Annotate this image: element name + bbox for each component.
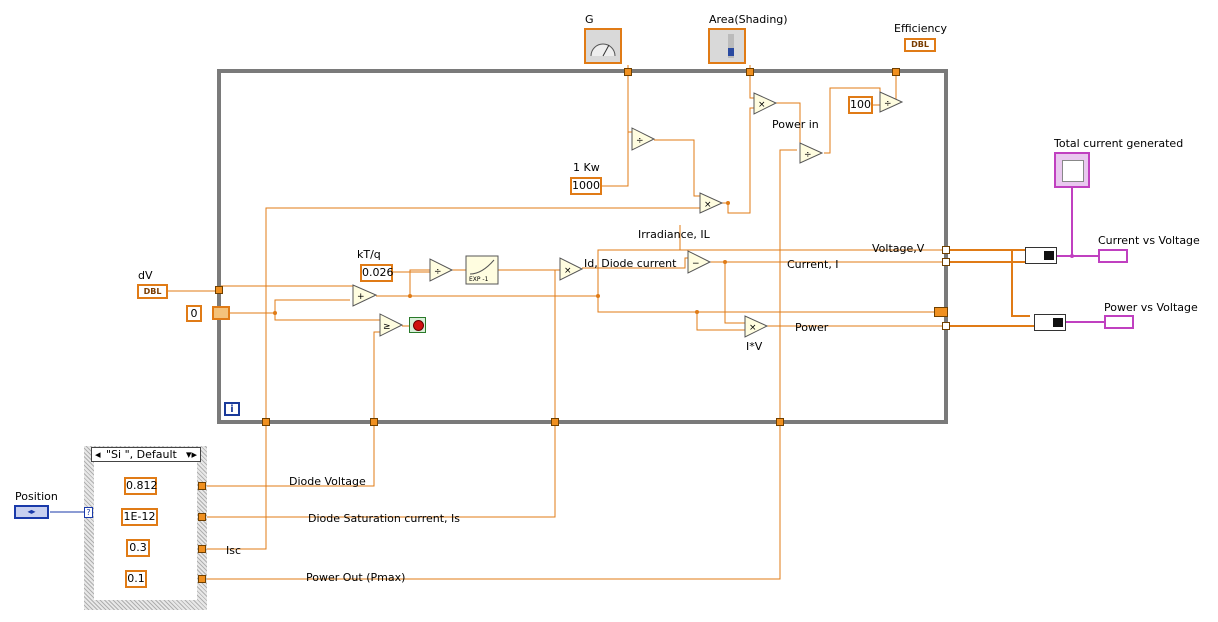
total-current-label: Total current generated [1054, 137, 1184, 150]
diode-voltage-label: Diode Voltage [289, 475, 366, 488]
tunnel-efficiency[interactable] [892, 68, 900, 76]
case-tunnel-1[interactable] [198, 482, 206, 490]
area-label: Area(Shading) [709, 13, 788, 26]
svg-text:+: + [357, 292, 365, 302]
case-prev-arrow-icon[interactable]: ◂ [95, 448, 101, 461]
tunnel-dv[interactable] [215, 286, 223, 294]
current-vs-voltage-graph-icon[interactable] [1098, 249, 1128, 263]
irradiance-label: Irradiance, IL [638, 228, 710, 241]
case-selector-label: "Si ", Default [106, 448, 177, 461]
hundred-constant[interactable]: 100 [848, 96, 873, 114]
tunnel-g[interactable] [624, 68, 632, 76]
case-tunnel-3[interactable] [198, 545, 206, 553]
sat-current-constant[interactable]: 1E-12 [121, 508, 158, 526]
svg-text:≥: ≥ [383, 322, 391, 332]
tunnel-power[interactable] [942, 322, 950, 330]
tunnel-voltage[interactable] [942, 246, 950, 254]
voltage-label: Voltage,V [872, 242, 925, 255]
svg-text:×: × [749, 323, 757, 333]
svg-text:×: × [704, 200, 712, 210]
ktq-label: kT/q [357, 248, 381, 261]
tunnel-area[interactable] [746, 68, 754, 76]
bundle-pv-node[interactable] [1034, 314, 1066, 331]
dv-control[interactable]: DBL [137, 284, 168, 299]
tunnel-isc[interactable] [262, 418, 270, 426]
svg-text:×: × [564, 266, 572, 276]
case-selector[interactable]: ◂ "Si ", Default ▾▸ [91, 447, 201, 462]
case-tunnel-2[interactable] [198, 513, 206, 521]
iteration-terminal[interactable]: i [224, 402, 240, 416]
svg-text:÷: ÷ [636, 136, 644, 146]
feedback-node-icon[interactable] [212, 306, 230, 320]
tunnel-power-out[interactable] [776, 418, 784, 426]
efficiency-label: Efficiency [894, 22, 947, 35]
one-kw-label: 1 Kw [573, 161, 600, 174]
tunnel-current[interactable] [942, 258, 950, 266]
power-label: Power [795, 321, 829, 334]
current-label: Current, I [787, 258, 839, 271]
area-slider-icon[interactable] [708, 28, 746, 64]
power-in-label: Power in [772, 118, 819, 131]
svg-text:−: − [692, 259, 700, 269]
case-selector-terminal-icon[interactable]: ? [84, 507, 93, 518]
id-diode-current-label: Id, Diode current [584, 257, 677, 270]
case-tunnel-4[interactable] [198, 575, 206, 583]
svg-text:EXP -1: EXP -1 [469, 276, 489, 283]
iv-label: I*V [746, 340, 763, 353]
ktq-constant[interactable]: 0.026 [360, 264, 394, 282]
shift-register-icon[interactable] [934, 307, 948, 317]
g-label: G [585, 13, 594, 26]
tunnel-sat-current[interactable] [551, 418, 559, 426]
power-out-label: Power Out (Pmax) [306, 571, 406, 584]
one-kw-constant[interactable]: 1000 [570, 177, 602, 195]
power-vs-voltage-graph-icon[interactable] [1104, 315, 1134, 329]
position-enum-control[interactable]: ◂▸ [14, 505, 49, 519]
svg-text:÷: ÷ [804, 150, 812, 160]
zero-constant[interactable]: 0 [186, 305, 202, 322]
tunnel-diode-voltage[interactable] [370, 418, 378, 426]
svg-text:÷: ÷ [434, 267, 442, 277]
diode-sat-current-label: Diode Saturation current, Is [308, 512, 460, 525]
g-gauge-icon[interactable] [584, 28, 622, 64]
bundle-iv-node[interactable] [1025, 247, 1057, 264]
efficiency-indicator[interactable]: DBL [904, 38, 936, 52]
diode-voltage-constant[interactable]: 0.812 [124, 477, 158, 495]
stop-terminal-icon[interactable] [409, 317, 426, 333]
svg-text:÷: ÷ [884, 99, 892, 109]
case-next-arrow-icon[interactable]: ▾▸ [185, 448, 197, 461]
dv-label: dV [138, 269, 153, 282]
isc-constant[interactable]: 0.3 [126, 539, 150, 557]
power-out-constant[interactable]: 0.1 [125, 570, 147, 588]
power-vs-voltage-label: Power vs Voltage [1104, 301, 1198, 314]
svg-text:×: × [758, 100, 766, 110]
current-vs-voltage-label: Current vs Voltage [1098, 234, 1200, 247]
position-label: Position [15, 490, 58, 503]
isc-label: Isc [226, 544, 242, 557]
total-current-graph-icon[interactable] [1054, 152, 1090, 188]
